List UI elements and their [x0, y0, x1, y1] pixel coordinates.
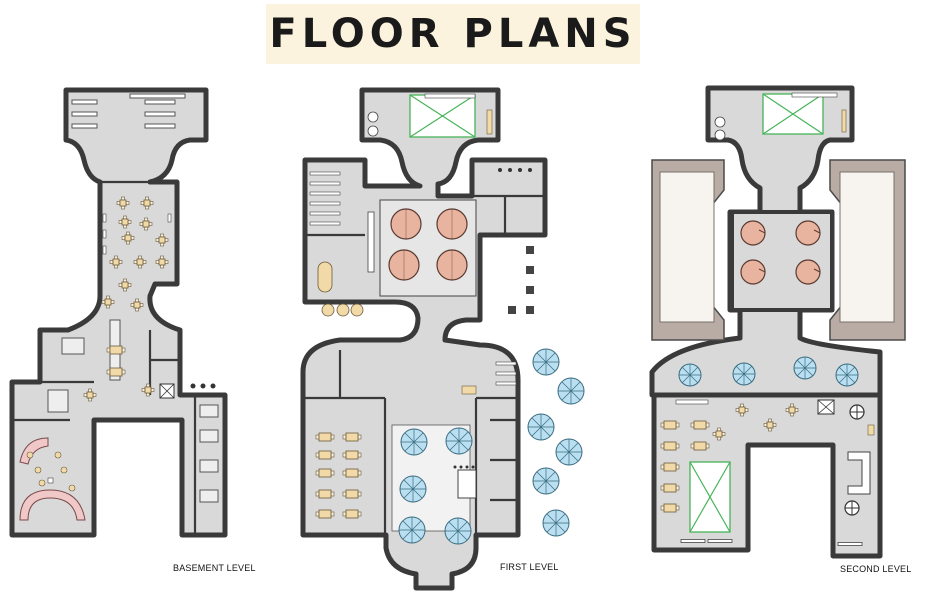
- first-level-plan: [300, 87, 585, 591]
- first-level-label: FIRST LEVEL: [500, 562, 559, 572]
- basement-level-label: BASEMENT LEVEL: [173, 563, 256, 573]
- title-banner: FLOOR PLANS: [266, 4, 640, 64]
- basement-plan: [9, 87, 228, 538]
- page-title: FLOOR PLANS: [269, 11, 637, 57]
- second-level-label: SECOND LEVEL: [840, 564, 912, 574]
- second-level-plan: [649, 85, 906, 559]
